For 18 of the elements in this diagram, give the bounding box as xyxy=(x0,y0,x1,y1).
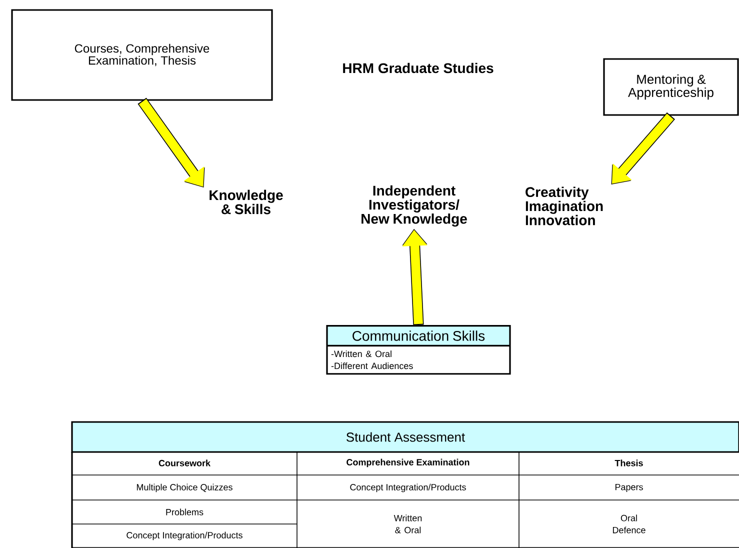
table-cell: Concept Integration/Products xyxy=(350,484,466,492)
process-box: Courses, Comprehensive Examination, Thesis xyxy=(11,9,273,101)
table-cell: Problems xyxy=(166,508,204,516)
node-label: -Different Audiences xyxy=(331,362,413,370)
table-header: Student Assessment xyxy=(71,421,739,453)
table-cell: Multiple Choice Quizzes xyxy=(136,484,232,492)
title: HRM Graduate Studies xyxy=(343,62,494,74)
table-cell: Papers xyxy=(615,484,643,492)
node-label: -Written & Oral xyxy=(331,350,392,358)
table-cell: Oral Defence xyxy=(612,514,646,534)
process-box: Mentoring & Apprenticeship xyxy=(603,58,739,116)
table-cell: Written & Oral xyxy=(394,514,422,534)
outcome-text: Independent Investigators/ New Knowledge xyxy=(362,185,467,227)
block-arrow xyxy=(611,112,675,184)
table-cell: Concept Integration/Products xyxy=(126,532,242,540)
outcome-text: Knowledge & Skills xyxy=(210,190,283,214)
outcome-text: Creativity Imagination Innovation xyxy=(526,186,603,226)
skills-box: Communication Skills -Written & Oral -Different Audiences xyxy=(326,325,511,375)
